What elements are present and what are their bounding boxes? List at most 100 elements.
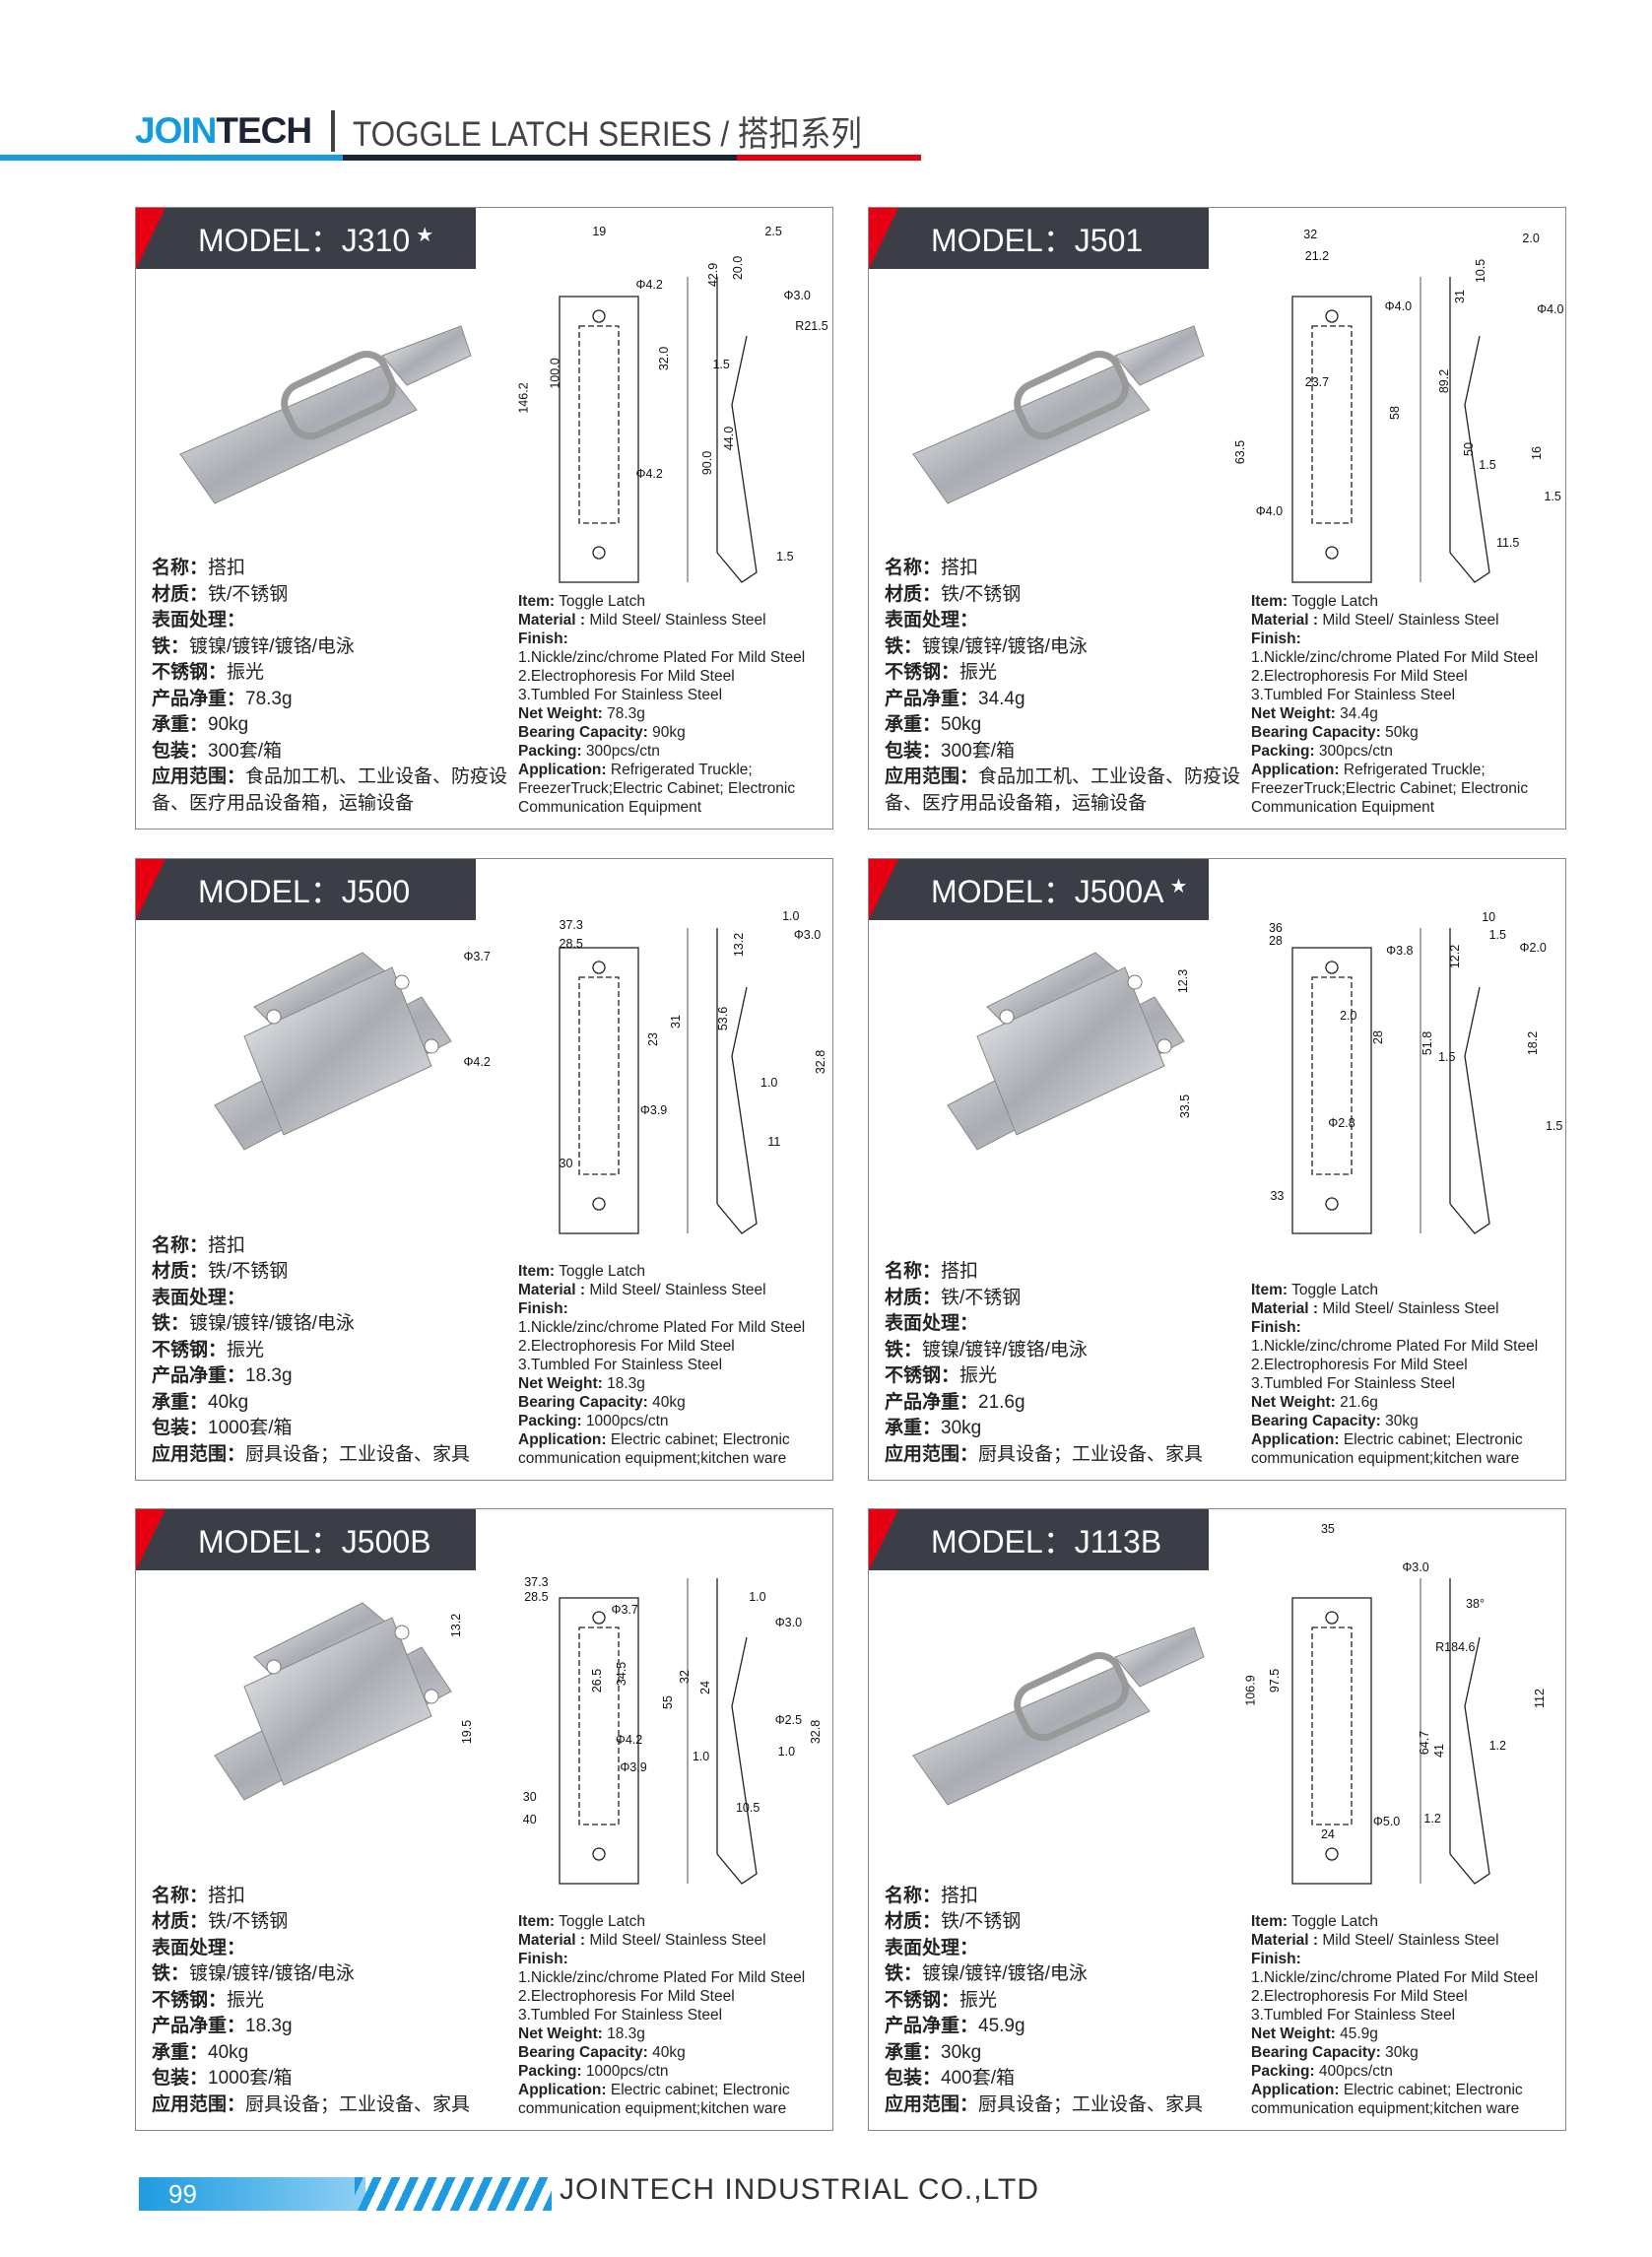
red-corner [869,859,898,920]
spec-cn-row: 不锈钢：振光 [885,662,998,683]
dimension-label: 51.8 [1420,1031,1434,1056]
spec-en-row: 2.Electrophoresis For Mild Steel [1251,668,1468,685]
spec-en-row: 1.Nickle/zinc/chrome Plated For Mild Ste… [518,1969,806,1986]
dimension-label: 89.2 [1437,368,1452,393]
spec-cn-row: 包装：400套/箱 [885,2068,1015,2089]
spec-cn-row: 应用范围：厨具设备；工业设备、家具 [152,2093,471,2115]
red-corner [136,859,165,920]
spec-en-row: Material : Mild Steel/ Stainless Steel [518,1282,766,1298]
dimension-label: Φ4.2 [615,1733,643,1748]
star-icon: ★ [1169,875,1188,897]
spec-en-row: 2.Electrophoresis For Mild Steel [518,1988,735,2005]
dimension-label: Φ4.0 [1255,503,1284,518]
dimension-label: 28.5 [524,1589,549,1604]
spec-cn-row: 铁：镀镍/镀锌/镀铬/电泳 [152,1313,355,1334]
spec-en-row: 3.Tumbled For Stainless Steel [518,1357,723,1373]
spec-en-row: Item: Toggle Latch [518,593,645,610]
dimension-label: 2.5 [764,225,782,238]
dimension-label: Φ4.0 [1537,302,1564,317]
spec-en-row: Application: Electric cabinet; Electroni… [518,1431,790,1467]
spec-cn: 名称：搭扣材质：铁/不锈钢表面处理：铁：镀镍/镀锌/镀铬/电泳不锈钢：振光产品净… [885,1259,1249,1468]
dimension-label: 12.2 [1447,944,1462,969]
dimension-label: 37.3 [559,917,583,932]
spec-en-row: Item: Toggle Latch [1251,1913,1378,1930]
dimension-label: Φ2.8 [1328,1116,1355,1131]
spec-cn-row: 产品净重：34.4g [885,688,1025,709]
model-header: MODEL：J113B [869,1509,1209,1570]
dimension-label: Φ3.7 [611,1602,638,1617]
spec-cn-row: 应用范围：厨具设备；工业设备、家具 [152,1443,471,1465]
dimension-label: Φ4.0 [1384,299,1413,314]
spec-en-row: 3.Tumbled For Stainless Steel [1251,687,1456,703]
spec-en-row: Finish: [518,1951,568,1967]
dimension-label: 32 [678,1669,693,1684]
spec-cn-row: 应用范围：食品加工机、工业设备、防疫设备、医疗用品设备箱，运输设备 [152,766,508,814]
dimension-label: 97.5 [1268,1668,1283,1693]
spec-en-row: Bearing Capacity: 40kg [518,2044,686,2061]
spec-cn-row: 铁：镀镍/镀锌/镀铬/电泳 [152,1963,355,1984]
brand-logo: JOINTECH [135,110,312,151]
header-line-blue [0,155,343,161]
dimension-label: 13.2 [732,933,747,958]
dimension-label: 26.5 [590,1668,605,1693]
spec-cn-row: 材质：铁/不锈钢 [152,1911,289,1932]
dimension-label: 41 [1432,1743,1447,1758]
spec-cn-row: 材质：铁/不锈钢 [885,1911,1022,1932]
dimension-label: 23 [645,1031,660,1046]
red-corner [869,208,898,269]
spec-en-row: Application: Electric cabinet; Electroni… [1251,2082,1523,2117]
spec-en-row: 3.Tumbled For Stainless Steel [1251,1375,1456,1392]
dimension-label: 146.2 [516,382,531,414]
spec-en-row: Packing: 300pcs/ctn [518,743,660,760]
spec-en-row: Bearing Capacity: 30kg [1251,2044,1419,2061]
dimension-label: 53.6 [716,1007,731,1031]
spec-cn: 名称：搭扣材质：铁/不锈钢表面处理：铁：镀镍/镀锌/镀铬/电泳不锈钢：振光产品净… [152,1233,516,1469]
dimension-label: 1.0 [760,1076,778,1090]
dimension-label: 58 [1387,405,1402,420]
dimension-label: 11.5 [1495,536,1520,551]
spec-cn-row: 铁：镀镍/镀锌/镀铬/电泳 [152,635,355,657]
spec-cn-row: 承重：40kg [152,1391,249,1413]
spec-cn-row: 不锈钢：振光 [152,1339,265,1361]
dimension-label: 32 [1303,227,1318,241]
dimension-label: 1.5 [1488,927,1506,942]
dimension-label: 31 [669,1015,684,1029]
model-header: MODEL：J500A★ [869,859,1209,920]
dimension-label: 19.5 [459,1719,474,1744]
dimension-label: Φ3.8 [1386,944,1414,959]
header-line-dark [343,155,737,161]
red-corner [869,1509,898,1570]
spec-en-row: Net Weight: 45.9g [1251,2025,1378,2042]
spec-en-row: Material : Mild Steel/ Stainless Steel [518,612,766,629]
spec-cn-row: 名称：搭扣 [885,1885,979,1906]
spec-en-row: 3.Tumbled For Stainless Steel [1251,2007,1456,2024]
spec-cn-row: 产品净重：21.6g [885,1391,1025,1413]
dimension-label: Φ3.0 [774,1616,803,1630]
spec-cn-row: 名称：搭扣 [885,1261,979,1282]
spec-en-row: Packing: 400pcs/ctn [1251,2063,1393,2080]
header-divider [331,110,336,152]
dimension-label: 1.2 [1488,1739,1506,1754]
dimension-label: 18.2 [1526,1031,1541,1056]
spec-cn-row: 铁：镀镍/镀锌/镀铬/电泳 [885,1339,1088,1361]
dimension-label: 1.0 [692,1749,710,1763]
dimension-label: 1.2 [1423,1811,1441,1826]
dimension-label: 1.5 [712,358,730,372]
spec-en-row: 1.Nickle/zinc/chrome Plated For Mild Ste… [518,1319,806,1336]
dimension-label: 32.8 [813,1050,827,1075]
spec-cn-row: 名称：搭扣 [152,558,246,578]
dimension-label: 16 [1529,446,1544,461]
dimension-label: 11 [767,1135,781,1150]
spec-en-row: Finish: [1251,1951,1301,1967]
model-header: MODEL：J501 [869,208,1209,269]
dimension-label: Φ4.2 [463,1055,491,1070]
technical-drawing [559,1578,758,1885]
dimension-label: 1.5 [776,549,794,564]
dimension-label: 36 [1268,920,1283,935]
dimension-label: 10 [1482,910,1496,925]
spec-cn-row: 不锈钢：振光 [885,1365,998,1386]
spec-cn-row: 名称：搭扣 [152,1234,246,1256]
dimension-label: 38° [1466,1597,1485,1612]
dimension-label: 12.3 [1176,968,1191,994]
